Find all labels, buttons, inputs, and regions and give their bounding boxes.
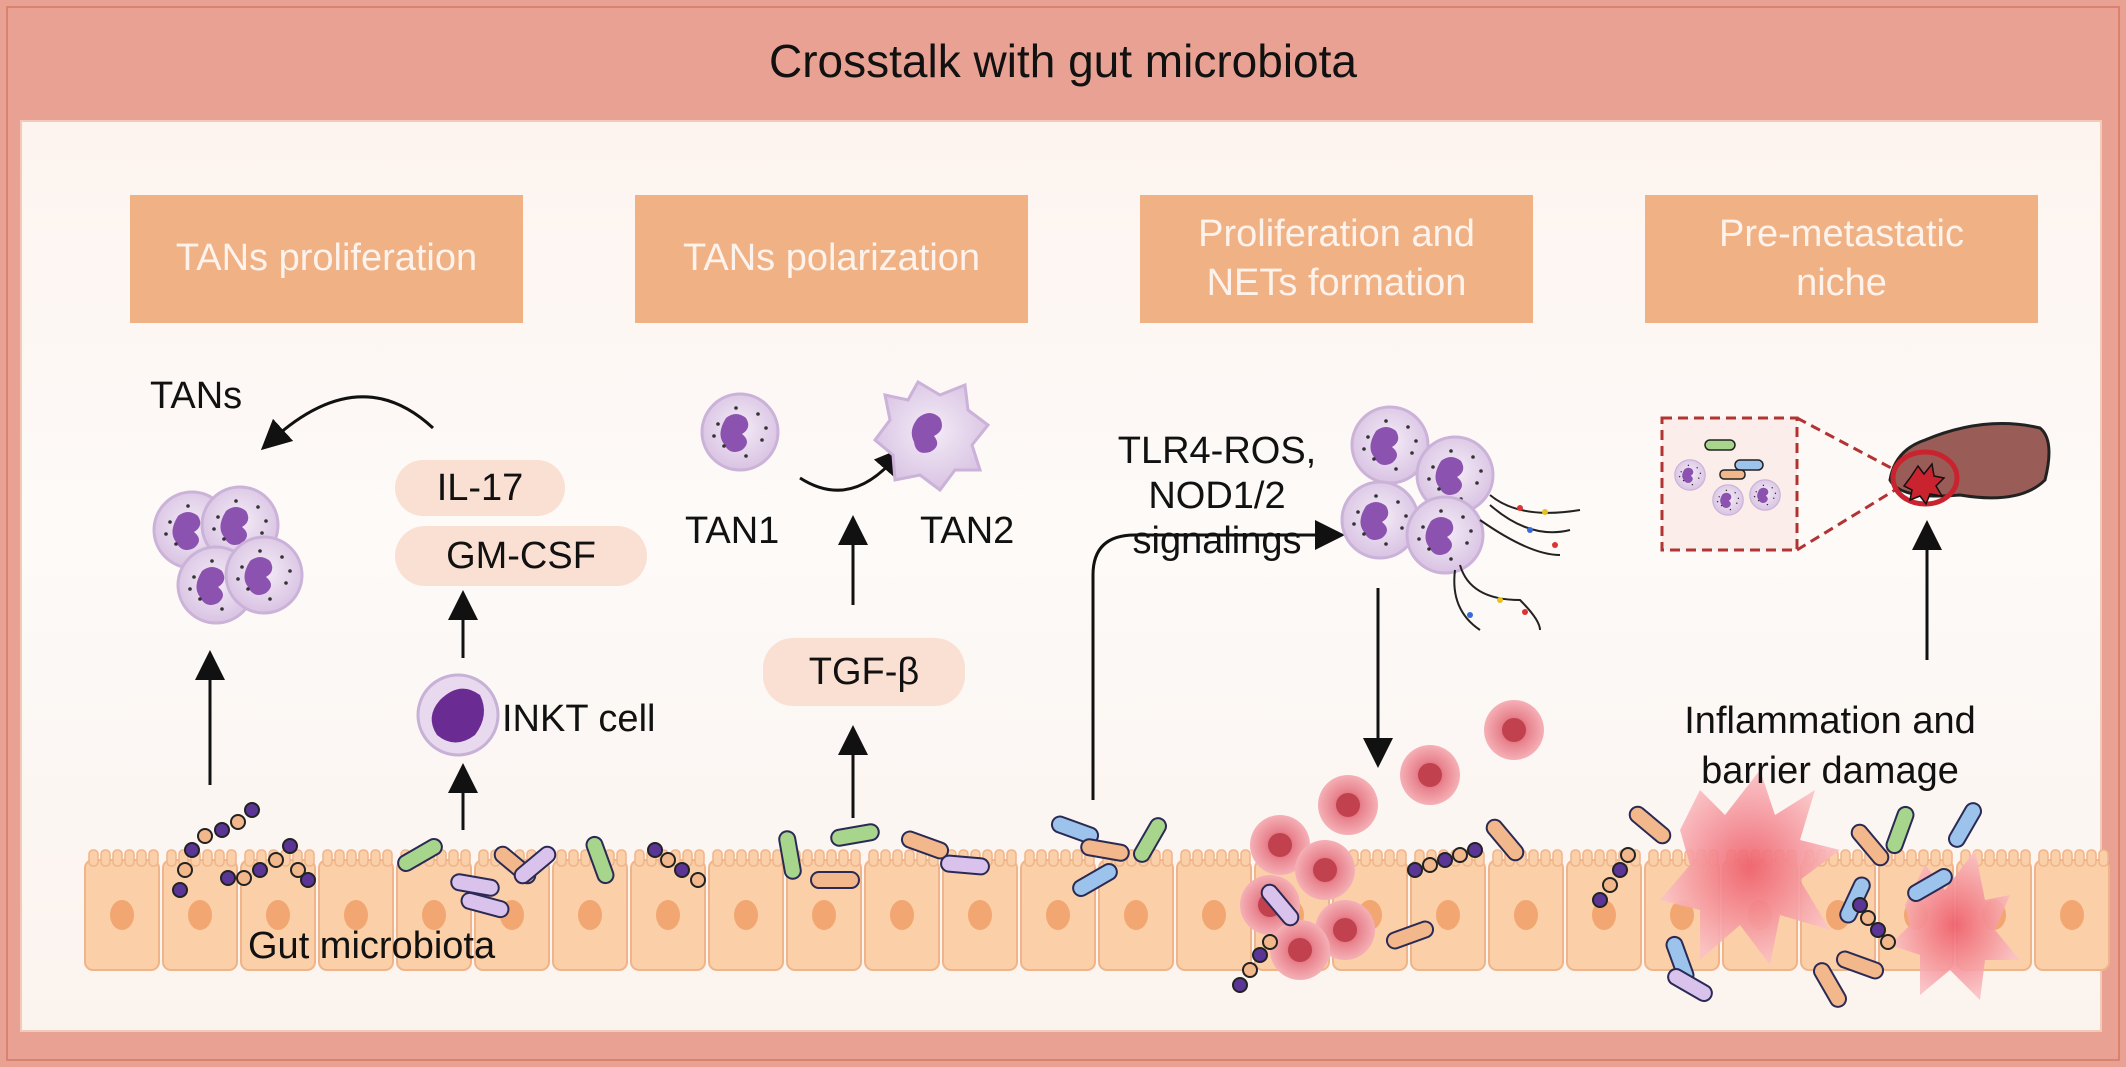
rod-bacterium	[810, 871, 860, 889]
rod-bacterium	[460, 891, 510, 919]
tan1-cell	[700, 392, 780, 472]
rod-bacterium	[397, 838, 443, 872]
epithelial-cell	[1488, 849, 1564, 971]
label-tan2: TAN2	[920, 510, 1015, 552]
label-tans: TANs	[150, 375, 243, 417]
coccus-bacterium	[197, 828, 213, 844]
rod-bacterium	[1667, 968, 1713, 1002]
epithelial-cell	[162, 849, 238, 971]
coccus-bacterium	[177, 862, 193, 878]
coccus-bacterium	[674, 862, 690, 878]
rod-bacterium	[1260, 883, 1300, 927]
coccus-bacterium	[214, 822, 230, 838]
gut-bacteria	[172, 802, 1982, 1008]
figure-title: Crosstalk with gut microbiota	[769, 35, 1357, 87]
arrows	[195, 395, 1942, 830]
coccus-bacterium	[172, 882, 188, 898]
label-nod12: NOD1/2	[1148, 475, 1286, 517]
epithelial-cell	[84, 849, 160, 971]
rod-bacterium	[1885, 805, 1915, 855]
rod-bacterium	[1907, 868, 1953, 902]
label-inkt-cell: INKT cell	[502, 698, 656, 740]
coccus-bacterium	[1602, 877, 1618, 893]
pill-il17: IL-17	[395, 460, 565, 516]
rod-bacterium	[585, 835, 615, 885]
label-inflammation: Inflammation and	[1684, 700, 1976, 742]
rod-bacterium	[1080, 838, 1130, 862]
rod-bacterium	[900, 830, 950, 860]
rod-bacterium	[1835, 950, 1885, 980]
coccus-bacterium	[1467, 842, 1483, 858]
coccus-bacterium	[1262, 934, 1278, 950]
coccus-bacterium	[300, 872, 316, 888]
coccus-bacterium	[1612, 862, 1628, 878]
coccus-bacterium	[268, 852, 284, 868]
rod-bacterium	[1050, 815, 1100, 845]
epithelial-cell	[1020, 849, 1096, 971]
heading-tans-polarization: TANs polarization	[635, 195, 1028, 323]
rod-bacterium	[1948, 802, 1982, 848]
coccus-bacterium	[1880, 934, 1896, 950]
heading-tans-proliferation: TANs proliferation	[130, 195, 523, 323]
epithelial-cell	[318, 849, 394, 971]
epithelial-cell	[2034, 849, 2110, 971]
coccus-bacterium	[1620, 847, 1636, 863]
inkt-cell	[416, 673, 500, 757]
heading-pre-metastatic-niche: Pre-metastatic niche	[1645, 195, 2038, 323]
rod-bacterium	[1072, 863, 1118, 897]
tan2-cell	[872, 379, 991, 493]
coccus-bacterium	[1232, 977, 1248, 993]
rod-bacterium	[1385, 920, 1435, 950]
coccus-bacterium	[1860, 910, 1876, 926]
coccus-bacterium	[1852, 897, 1868, 913]
pill-tgfb: TGF-β	[763, 638, 965, 706]
epithelial-cell	[1176, 849, 1252, 971]
coccus-bacterium	[282, 838, 298, 854]
label-tlr4-ros: TLR4-ROS,	[1117, 430, 1317, 472]
coccus-bacterium	[1870, 922, 1886, 938]
rod-bacterium	[1628, 805, 1672, 845]
epithelial-cell	[864, 849, 940, 971]
coccus-bacterium	[184, 842, 200, 858]
coccus-bacterium	[1407, 862, 1423, 878]
tans-cluster	[152, 485, 304, 625]
liver-inset	[1660, 416, 2051, 552]
epithelial-cell	[552, 849, 628, 971]
rod-bacterium	[940, 854, 990, 876]
coccus-bacterium	[1422, 857, 1438, 873]
label-barrier-damage: barrier damage	[1701, 750, 1959, 792]
epithelial-cell	[1566, 849, 1642, 971]
coccus-bacterium	[1437, 852, 1453, 868]
coccus-bacterium	[1252, 947, 1268, 963]
rod-bacterium	[778, 830, 802, 880]
coccus-bacterium	[647, 842, 663, 858]
label-gut-microbiota: Gut microbiota	[248, 925, 496, 967]
rod-bacterium	[1813, 962, 1847, 1008]
coccus-bacterium	[1592, 892, 1608, 908]
coccus-bacterium	[244, 802, 260, 818]
epithelial-cell	[708, 849, 784, 971]
rod-bacterium	[1850, 823, 1890, 867]
coccus-bacterium	[220, 870, 236, 886]
coccus-bacterium	[690, 872, 706, 888]
heading-proliferation-nets: Proliferation and NETs formation	[1140, 195, 1533, 323]
coccus-bacterium	[1242, 962, 1258, 978]
coccus-bacterium	[236, 870, 252, 886]
pill-gmcsf: GM-CSF	[395, 526, 647, 586]
rod-bacterium	[1485, 818, 1525, 862]
coccus-bacterium	[290, 862, 306, 878]
nets-cluster	[1340, 405, 1581, 631]
coccus-bacterium	[1452, 847, 1468, 863]
rod-bacterium	[830, 823, 880, 847]
label-tan1: TAN1	[685, 510, 780, 552]
label-signalings: signalings	[1132, 520, 1302, 562]
coccus-bacterium	[660, 852, 676, 868]
rod-bacterium	[513, 845, 557, 885]
rod-bacterium	[1133, 817, 1167, 863]
coccus-bacterium	[252, 862, 268, 878]
coccus-bacterium	[230, 814, 246, 830]
